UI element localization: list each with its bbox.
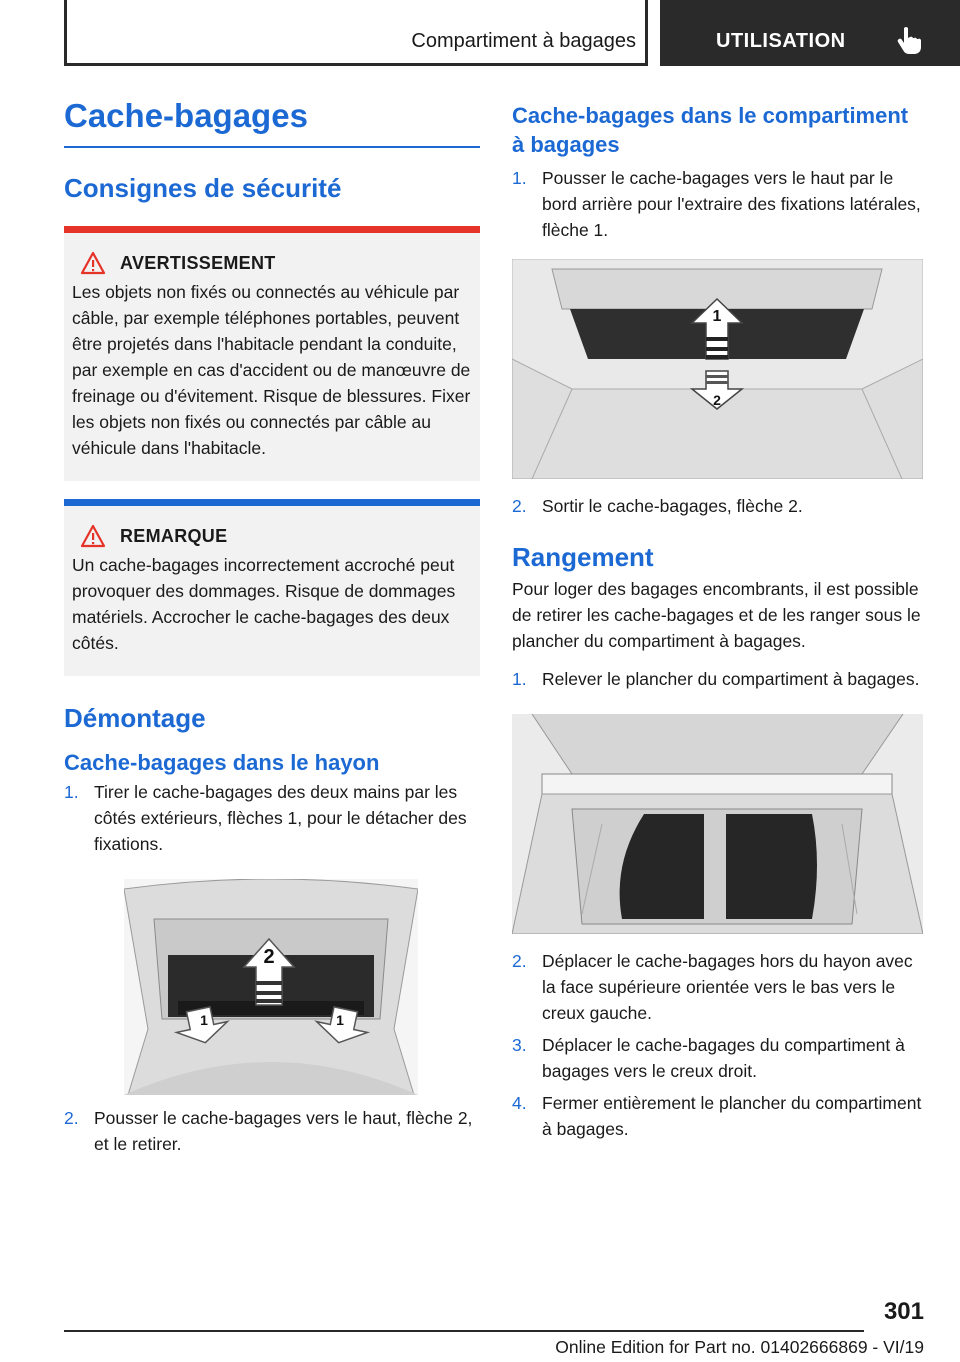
storage-illustration [512, 713, 923, 934]
removal-heading: Démontage [64, 703, 206, 734]
list-item: 1. Relever le plancher du compartiment à… [512, 666, 924, 692]
image-label: 1 [200, 1012, 208, 1028]
image-label: 1 [713, 308, 722, 325]
warning-triangle-icon [80, 251, 106, 275]
tailgate-heading: Cache-bagages dans le hayon [64, 749, 380, 775]
list-item: 2. Déplacer le cache-bagages hors du hay… [512, 948, 924, 1026]
step-text: Déplacer le cache-bagages hors du hayon … [542, 950, 913, 1023]
warning-box: AVERTISSEMENT Les objets non fixés ou co… [64, 226, 480, 482]
step-text: Fermer entièrement le plancher du compar… [542, 1092, 922, 1139]
right-column: Cache-bagages dans le compartiment à bag… [512, 102, 924, 1142]
header-left-rule [64, 0, 67, 66]
list-item: 3. Déplacer le cache-bagages du comparti… [512, 1032, 924, 1084]
step-number: 1. [512, 168, 527, 189]
notice-box: REMARQUE Un cache-bagages incorrectement… [64, 499, 480, 677]
left-column: Cache-bagages Consignes de sécurité AVER… [64, 96, 480, 1157]
notice-text: Un cache-bagages incorrectement accroché… [72, 555, 456, 654]
chapter-title: Compartiment à bagages [411, 30, 636, 52]
image-label: 1 [336, 1012, 344, 1028]
step-text: Pousser le cache-bagages vers le haut, f… [94, 1108, 473, 1155]
step-text: Pousser le cache-bagages vers le haut pa… [542, 168, 921, 241]
step-text: Tirer le cache-bagages des deux mains pa… [94, 782, 467, 855]
notice-title: REMARQUE [120, 525, 228, 546]
trunk-illustration: 1 2 [512, 259, 923, 480]
list-item: 2. Sortir le cache-bagages, flèche 2. [512, 493, 924, 519]
list-item: 1. Tirer le cache-bagages des deux mains… [64, 779, 480, 857]
safety-heading: Consignes de sécurité [64, 172, 342, 203]
section-label: UTILISATION [716, 30, 846, 52]
section-tab[interactable]: UTILISATION [660, 0, 960, 66]
storage-heading: Rangement [512, 542, 654, 573]
page-title: Cache-bagages [64, 96, 480, 148]
warning-triangle-icon [80, 524, 106, 548]
image-label: 2 [263, 946, 274, 968]
footer-rule [64, 1330, 864, 1332]
header-separator [645, 0, 648, 66]
pointing-hand-icon [897, 27, 921, 54]
tailgate-illustration: 2 1 1 [124, 879, 418, 1096]
step-text: Relever le plancher du compartiment à ba… [542, 668, 920, 689]
step-text: Sortir le cache-bagages, flèche 2. [542, 496, 803, 517]
warning-text: Les objets non fixés ou connectés au véh… [72, 282, 471, 459]
list-item: 2. Pousser le cache-bagages vers le haut… [64, 1105, 480, 1157]
trunk-heading: Cache-bagages dans le compartiment à bag… [512, 103, 909, 157]
step-number: 2. [512, 496, 527, 517]
step-text: Déplacer le cache-bagages du compartimen… [542, 1034, 905, 1081]
step-number: 1. [64, 782, 79, 803]
image-label: 2 [713, 392, 721, 408]
step-number: 2. [64, 1108, 79, 1129]
step-number: 3. [512, 1034, 527, 1055]
step-number: 2. [512, 950, 527, 971]
list-item: 1. Pousser le cache-bagages vers le haut… [512, 165, 924, 243]
edition-text: Online Edition for Part no. 01402666869 … [555, 1337, 924, 1357]
step-number: 4. [512, 1092, 527, 1113]
list-item: 4. Fermer entièrement le plancher du com… [512, 1090, 924, 1142]
header-bottom-rule [64, 63, 648, 66]
page-number: 301 [883, 1298, 924, 1325]
warning-title: AVERTISSEMENT [120, 252, 276, 273]
storage-text: Pour loger des bagages encombrants, il e… [512, 578, 921, 651]
step-number: 1. [512, 668, 527, 689]
